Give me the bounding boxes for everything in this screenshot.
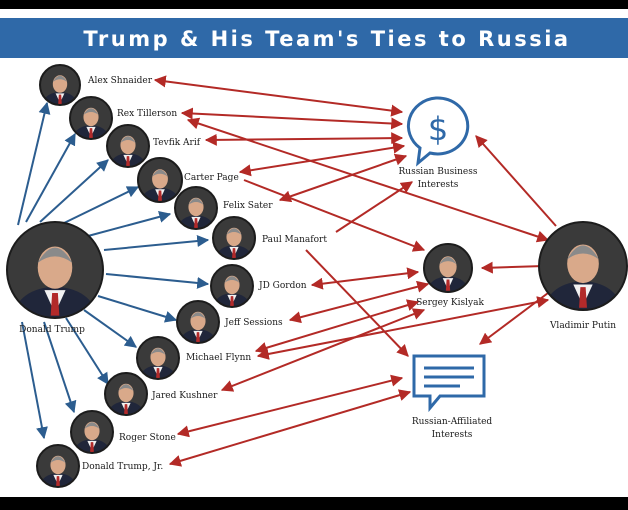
- arrow-trump-kushner: [65, 317, 109, 386]
- business-interests-label-line2: Interests: [418, 180, 459, 190]
- arrow-trump-sater: [87, 211, 172, 237]
- label-donald-trump-jr: Donald Trump, Jr.: [82, 462, 163, 472]
- label-alex-shnaider: Alex Shnaider: [87, 76, 153, 86]
- portrait-felix-sater: [174, 186, 218, 230]
- label-felix-sater: Felix Sater: [223, 201, 273, 211]
- portrait-rex-tillerson: [69, 96, 113, 140]
- affiliated-interests-label-line1: Russian-Affiliated: [412, 417, 493, 427]
- arrow-trump-trumpjr: [21, 321, 48, 440]
- arrow-trump-gordon: [105, 273, 210, 289]
- label-vladimir-putin: Vladimir Putin: [549, 321, 616, 331]
- portrait-vladimir-putin: [538, 221, 628, 311]
- document-speech-bubble-icon: [412, 354, 486, 413]
- people-nodes: [6, 64, 628, 488]
- portrait-tevfik-arif: [106, 124, 150, 168]
- arrow-shnaider-business: [153, 75, 404, 117]
- dollar-speech-bubble-icon: $: [406, 96, 470, 167]
- label-tevfik-arif: Tevfik Arif: [153, 138, 201, 148]
- arrow-trumpjr-affiliated: [168, 389, 412, 467]
- label-roger-stone: Roger Stone: [119, 433, 176, 443]
- label-rex-tillerson: Rex Tillerson: [117, 109, 177, 119]
- label-carter-page: Carter Page: [184, 173, 239, 183]
- arrow-trump-tillerson: [25, 132, 76, 223]
- arrow-tillerson-putin: [186, 117, 550, 243]
- arrow-trump-shnaider: [17, 101, 51, 226]
- portrait-jared-kushner: [104, 372, 148, 416]
- portrait-jd-gordon: [210, 264, 254, 308]
- portrait-jeff-sessions: [176, 300, 220, 344]
- portrait-alex-shnaider: [39, 64, 81, 106]
- affiliated-interests-label-line2: Interests: [432, 430, 473, 440]
- svg-text:$: $: [428, 110, 448, 148]
- label-donald-trump: Donald Trump: [19, 325, 85, 335]
- arrow-trump-flynn: [83, 309, 137, 348]
- portrait-carter-page: [137, 157, 183, 203]
- arrow-trump-stone: [43, 321, 77, 414]
- arrow-trump-arif: [39, 159, 109, 223]
- label-paul-manafort: Paul Manafort: [262, 235, 327, 245]
- label-jeff-sessions: Jeff Sessions: [224, 318, 283, 328]
- label-jared-kushner: Jared Kushner: [151, 391, 218, 401]
- label-sergey-kislyak: Sergey Kislyak: [416, 298, 484, 308]
- label-jd-gordon: JD Gordon: [258, 281, 307, 291]
- portrait-donald-trump-jr: [36, 444, 80, 488]
- diagram-title: Trump & His Team's Ties to Russia: [83, 27, 570, 51]
- portrait-roger-stone: [70, 410, 114, 454]
- arrow-trump-sessions: [97, 295, 178, 323]
- business-interests-label-line1: Russian Business: [399, 167, 478, 177]
- portrait-michael-flynn: [136, 336, 180, 380]
- arrow-putin-kislyak: [480, 261, 545, 274]
- russia-ties-arrows: [153, 75, 557, 467]
- portrait-donald-trump: [6, 221, 104, 319]
- arrow-putin-business: [475, 135, 557, 227]
- portrait-paul-manafort: [212, 216, 256, 260]
- label-michael-flynn: Michael Flynn: [186, 353, 251, 363]
- portrait-sergey-kislyak: [423, 243, 473, 293]
- arrow-trump-page: [61, 186, 140, 225]
- trump-team-arrows: [17, 101, 210, 440]
- arrow-page-kislyak: [243, 179, 426, 252]
- title-banner: [0, 18, 628, 58]
